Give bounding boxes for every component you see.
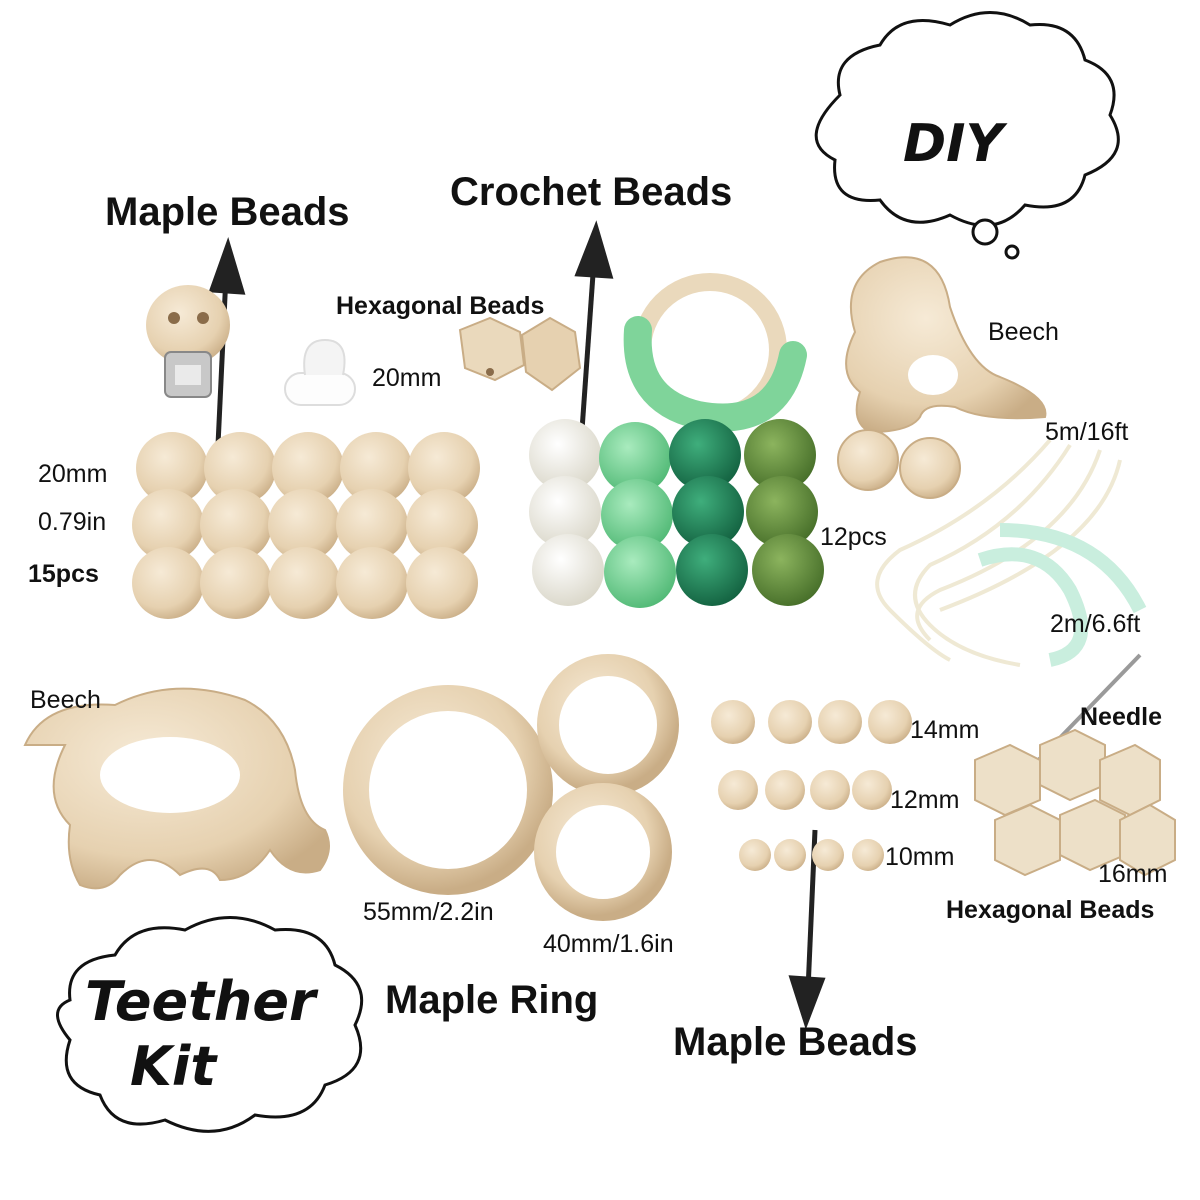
- dino-teether: [845, 256, 1047, 434]
- diy-cloud: [814, 11, 1120, 227]
- hex-bottom-size: 16mm: [1098, 860, 1168, 888]
- large-beads-size-in: 0.79in: [38, 508, 107, 536]
- kit-label: Kit: [130, 1035, 217, 1098]
- ring-40-label: 40mm/1.6in: [543, 930, 674, 958]
- elephant-hole: [100, 737, 240, 813]
- hexagonal-beads-top-label: Hexagonal Beads: [336, 292, 545, 320]
- hex-beads-top: [458, 316, 582, 392]
- crochet-beads: [529, 419, 824, 608]
- ribbon-bundle: [977, 523, 1147, 667]
- hex-beads-bottom: [974, 728, 1176, 877]
- small-maple-beads: [711, 700, 912, 871]
- hexagonal-beads-bottom-label: Hexagonal Beads: [946, 896, 1155, 924]
- white-clip-holder: [284, 338, 356, 406]
- bead-12-label: 12mm: [890, 786, 960, 814]
- teether-label: Teether: [85, 970, 316, 1033]
- maple-beads-top-label: Maple Beads: [105, 190, 350, 234]
- crochet-ring: [623, 273, 807, 432]
- needle-label: Needle: [1080, 703, 1162, 731]
- spiral-beads: [837, 429, 961, 499]
- maple-beads-bottom-label: Maple Beads: [673, 1020, 918, 1064]
- beech-dino-label: Beech: [988, 318, 1059, 346]
- crochet-beads-label: Crochet Beads: [450, 170, 733, 214]
- diy-cloud-puff-large: [971, 218, 999, 246]
- arrow-up-middle: [574, 220, 614, 431]
- beech-elephant-label: Beech: [30, 686, 101, 714]
- ring-40mm-bottom: [534, 783, 672, 921]
- diy-label: DIY: [903, 114, 1004, 174]
- diy-cloud-puff-small: [1004, 244, 1020, 260]
- hex-top-size-label: 20mm: [372, 364, 442, 392]
- ribbon-length: 2m/6.6ft: [1050, 610, 1141, 638]
- arrow-up-left: [208, 236, 246, 446]
- maple-ring-label: Maple Ring: [385, 978, 599, 1022]
- teether-cloud: [56, 916, 364, 1133]
- large-maple-beads: [132, 432, 480, 619]
- pacifier-clip: [146, 285, 230, 398]
- bead-14-label: 14mm: [910, 716, 980, 744]
- ring-40mm-top: [537, 654, 679, 796]
- crochet-count: 12pcs: [820, 523, 887, 551]
- ring-55-label: 55mm/2.2in: [363, 898, 494, 926]
- large-beads-size-mm: 20mm: [38, 460, 108, 488]
- ring-55mm: [343, 685, 553, 895]
- bead-10-label: 10mm: [885, 843, 955, 871]
- dino-hole: [908, 355, 958, 395]
- large-beads-count: 15pcs: [28, 560, 99, 588]
- cord-length: 5m/16ft: [1045, 418, 1129, 446]
